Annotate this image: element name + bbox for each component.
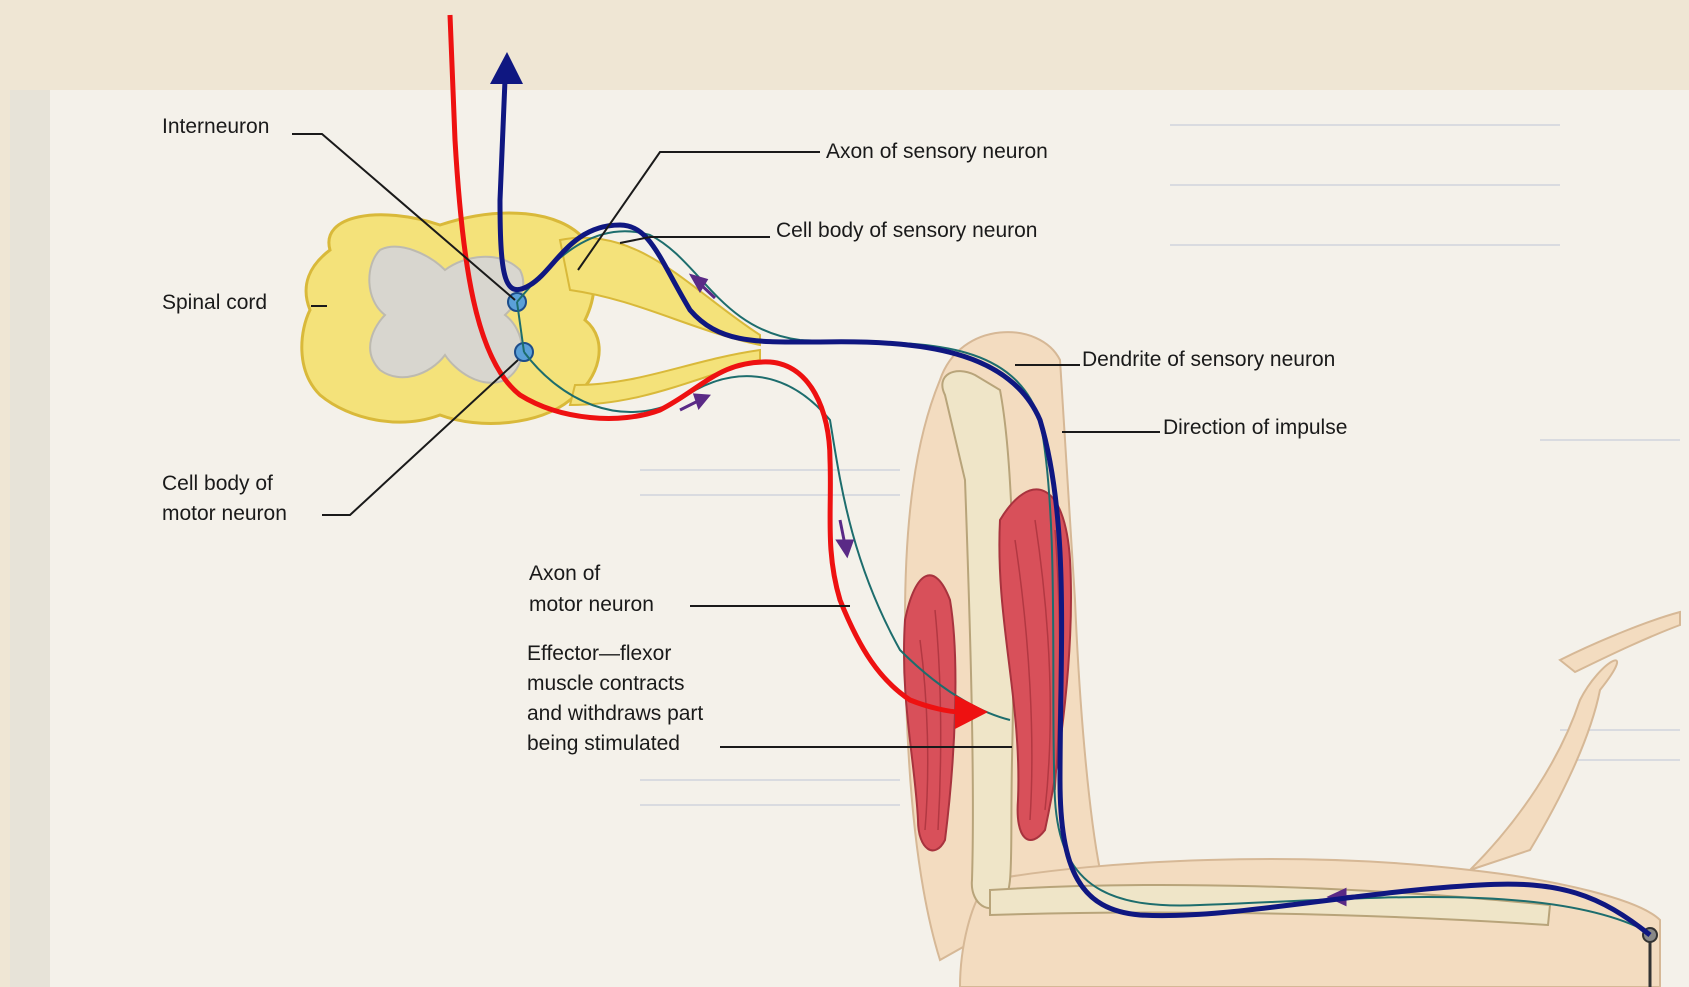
label-effector-line3: and withdraws part — [527, 702, 703, 725]
label-interneuron: Interneuron — [162, 115, 269, 138]
label-effector-line2: muscle contracts — [527, 672, 685, 695]
label-dendrite-sensory-neuron: Dendrite of sensory neuron — [1082, 348, 1335, 371]
label-cell-body-sensory-neuron: Cell body of sensory neuron — [776, 219, 1038, 242]
label-axon-motor-neuron-line2: motor neuron — [529, 593, 654, 616]
label-cell-body-motor-neuron-line2: motor neuron — [162, 502, 287, 525]
label-spinal-cord: Spinal cord — [162, 291, 267, 314]
label-effector-line1: Effector—flexor — [527, 642, 671, 665]
label-axon-sensory-neuron: Axon of sensory neuron — [826, 140, 1048, 163]
page-left-shadow — [10, 90, 50, 987]
label-cell-body-motor-neuron-line1: Cell body of — [162, 472, 273, 495]
label-axon-motor-neuron-line1: Axon of — [529, 562, 600, 585]
label-direction-of-impulse: Direction of impulse — [1163, 416, 1347, 439]
label-effector-line4: being stimulated — [527, 732, 680, 755]
